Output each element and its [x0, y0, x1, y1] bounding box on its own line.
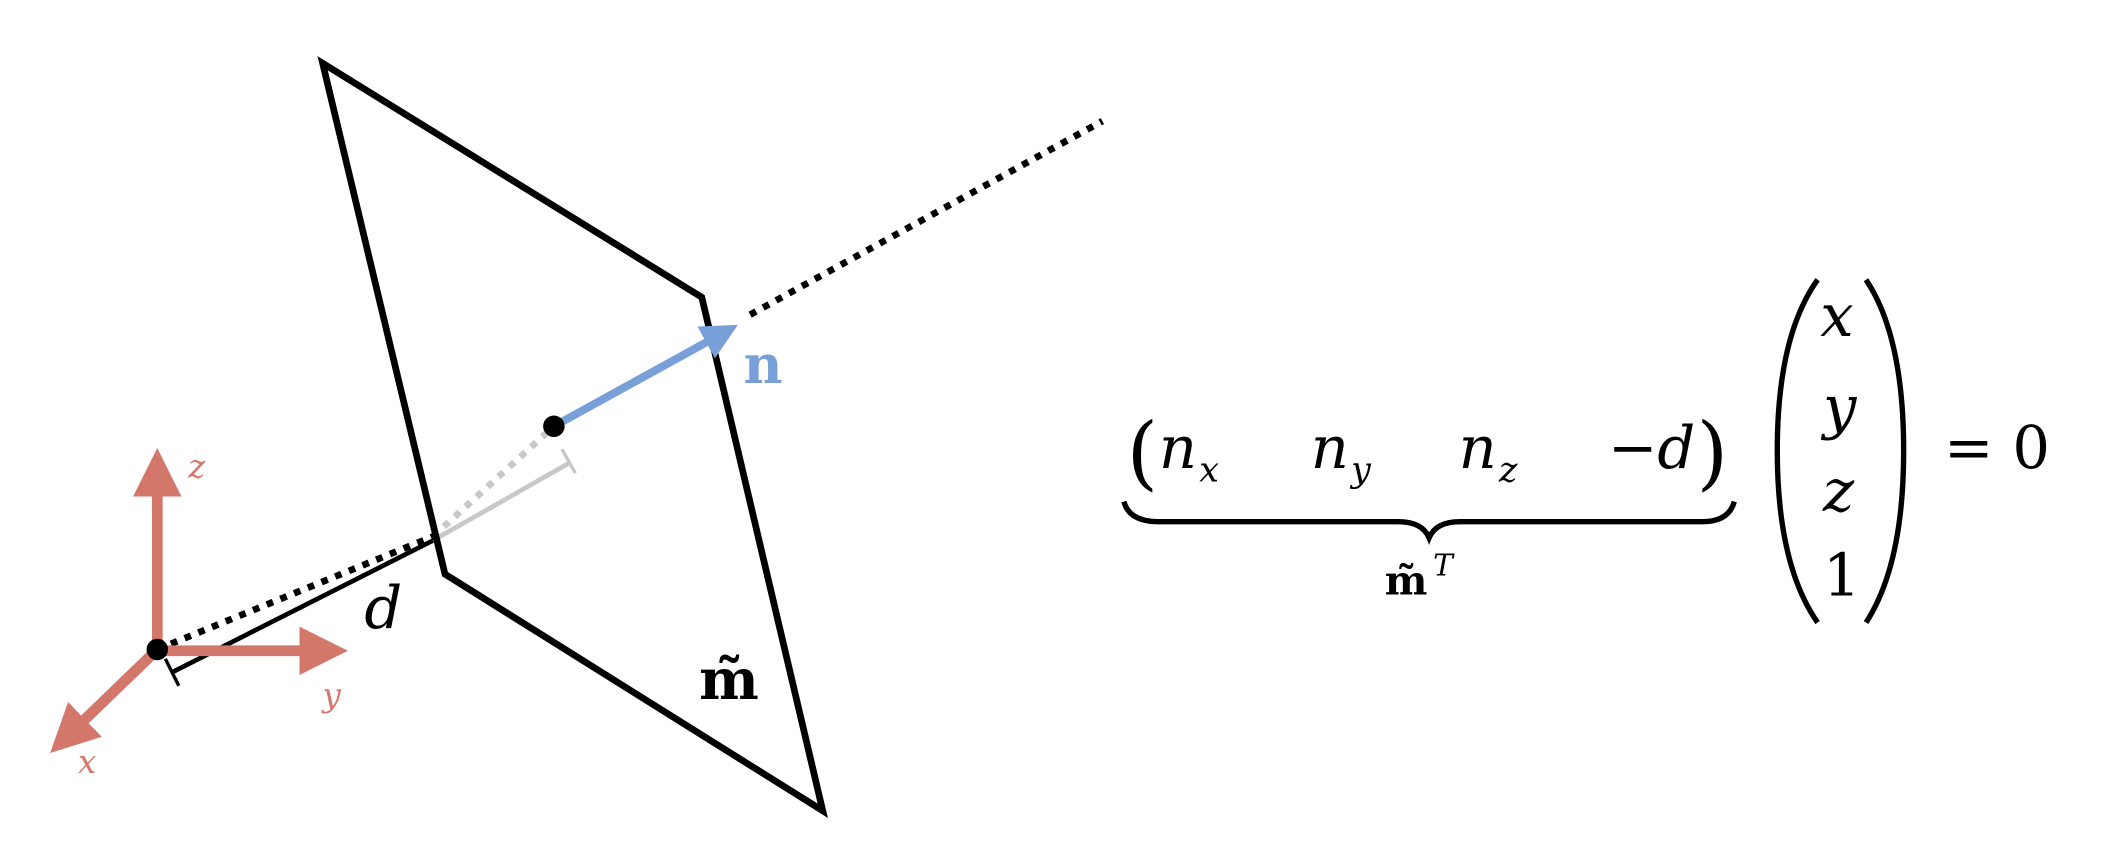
normal-line-extension	[748, 118, 1105, 318]
y-axis-label: y	[321, 676, 342, 714]
column-entry-z: z	[1822, 456, 1855, 525]
z-axis-label: z	[187, 447, 206, 485]
x-axis-arrow	[50, 645, 162, 753]
row-entry-nx-sub: x	[1199, 450, 1219, 490]
normal-label: n	[743, 333, 782, 396]
column-open-paren	[1774, 278, 1820, 625]
hidden-distance-bracket	[431, 460, 572, 543]
column-close-paren	[1863, 278, 1907, 625]
hidden-normal-line	[430, 423, 557, 540]
x-axis-label: x	[78, 743, 96, 781]
row-open-paren: (	[1127, 406, 1158, 500]
row-entry-d: −d	[1608, 413, 1695, 482]
row-close-paren: )	[1697, 406, 1728, 500]
plane-equation: ( n x n y n z −d ) m̃ T x y z 1 = 0	[1121, 278, 2050, 625]
row-entry-ny-sub: y	[1349, 450, 1372, 490]
row-entry-ny: n	[1311, 413, 1349, 482]
normal-vector-arrow	[551, 324, 738, 430]
underbrace-label: m̃	[1385, 556, 1428, 604]
underbrace	[1121, 500, 1737, 545]
distance-bracket-tick	[163, 658, 181, 687]
row-entry-nz: n	[1459, 413, 1497, 482]
row-entry-nz-sub: z	[1498, 450, 1518, 490]
plane-point	[543, 415, 565, 438]
row-entry-nx: n	[1159, 413, 1197, 482]
plane-label: m̃	[699, 647, 759, 713]
origin-point	[146, 638, 169, 661]
distance-label: d	[364, 573, 402, 642]
normal-line-front	[156, 533, 435, 653]
hidden-bracket-tick	[560, 448, 577, 475]
column-entry-y: y	[1820, 373, 1858, 442]
column-entry-1: 1	[1823, 541, 1861, 610]
underbrace-superscript: T	[1433, 549, 1455, 583]
column-entry-x: x	[1820, 281, 1853, 350]
equation-rhs: = 0	[1944, 413, 2050, 482]
plane	[317, 56, 828, 818]
